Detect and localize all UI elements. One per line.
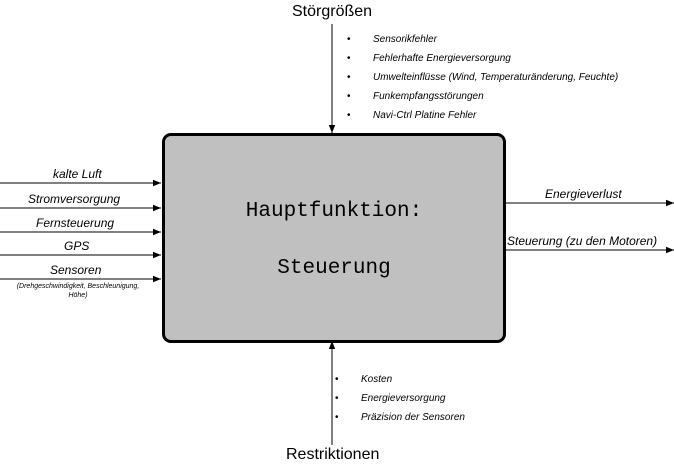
bullet: • <box>347 110 351 121</box>
main-function-box: Hauptfunktion: Steuerung <box>162 133 506 343</box>
bullet: • <box>335 374 339 385</box>
list-item: •Navi-Ctrl Platine Fehler <box>347 106 618 125</box>
list-item: •Funkempfangsstörungen <box>347 87 618 106</box>
list-item: •Fehlerhafte Energieversorgung <box>347 49 618 68</box>
disturbances-list: •Sensorikfehler •Fehlerhafte Energievers… <box>347 30 618 125</box>
main-function-title: Hauptfunktion: <box>245 200 423 223</box>
bullet: • <box>335 393 339 404</box>
list-item: •Umwelteinflüsse (Wind, Temperaturänderu… <box>347 68 618 87</box>
list-item: •Kosten <box>335 370 465 389</box>
bullet: • <box>347 53 351 64</box>
input-label-kalte-luft: kalte Luft <box>53 167 102 181</box>
restrictions-list: •Kosten •Energieversorgung •Präzision de… <box>335 370 465 427</box>
input-label-fernsteuerung: Fernsteuerung <box>36 216 115 230</box>
input-label-gps: GPS <box>64 239 90 253</box>
output-label-energieverlust: Energieverlust <box>545 187 622 201</box>
list-item: •Sensorikfehler <box>347 30 618 49</box>
restrictions-title: Restriktionen <box>286 446 380 463</box>
input-label-stromversorgung: Stromversorgung <box>28 192 121 206</box>
disturbances-title: Störgrößen <box>292 3 373 20</box>
list-item: •Präzision der Sensoren <box>335 408 465 427</box>
output-label-steuerung: Steuerung (zu den Motoren) <box>507 234 658 248</box>
bullet: • <box>347 34 351 45</box>
input-label-sensoren: Sensoren <box>50 263 102 277</box>
bullet: • <box>335 412 339 423</box>
list-item: •Energieversorgung <box>335 389 465 408</box>
main-function-name: Steuerung <box>277 257 391 280</box>
bullet: • <box>347 91 351 102</box>
sensor-details-note: (Drehgeschwindigkeit, Beschleunigung, Hö… <box>16 283 140 299</box>
bullet: • <box>347 72 351 83</box>
